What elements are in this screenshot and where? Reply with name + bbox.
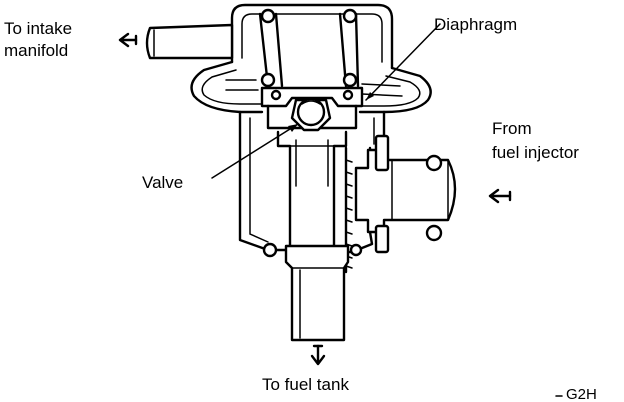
valve-seat [276, 130, 348, 252]
upper-chamber-outline [230, 3, 394, 70]
label-to-intake-2: manifold [4, 41, 68, 60]
label-valve: Valve [142, 173, 183, 192]
bolt-left [262, 242, 278, 258]
diaphragm-plate [260, 86, 364, 108]
figure-code: G2H [566, 386, 597, 402]
diaphragm-leader [365, 23, 441, 101]
return-pipe [284, 244, 350, 342]
flange-ring [190, 60, 432, 114]
label-to-intake-1: To intake [4, 19, 72, 38]
arrow-to-intake-icon [118, 32, 138, 48]
label-from-1: From [492, 119, 532, 138]
spring [258, 8, 360, 88]
bolt-right [349, 243, 363, 257]
label-diaphragm: Diaphragm [434, 15, 517, 34]
valve-leader [211, 123, 299, 179]
label-from-2: fuel injector [492, 143, 579, 162]
arrow-from-injector-icon [488, 188, 512, 204]
arrow-to-tank-icon [310, 344, 326, 366]
label-to-fuel-tank: To fuel tank [262, 375, 349, 394]
intake-nozzle [145, 23, 234, 60]
